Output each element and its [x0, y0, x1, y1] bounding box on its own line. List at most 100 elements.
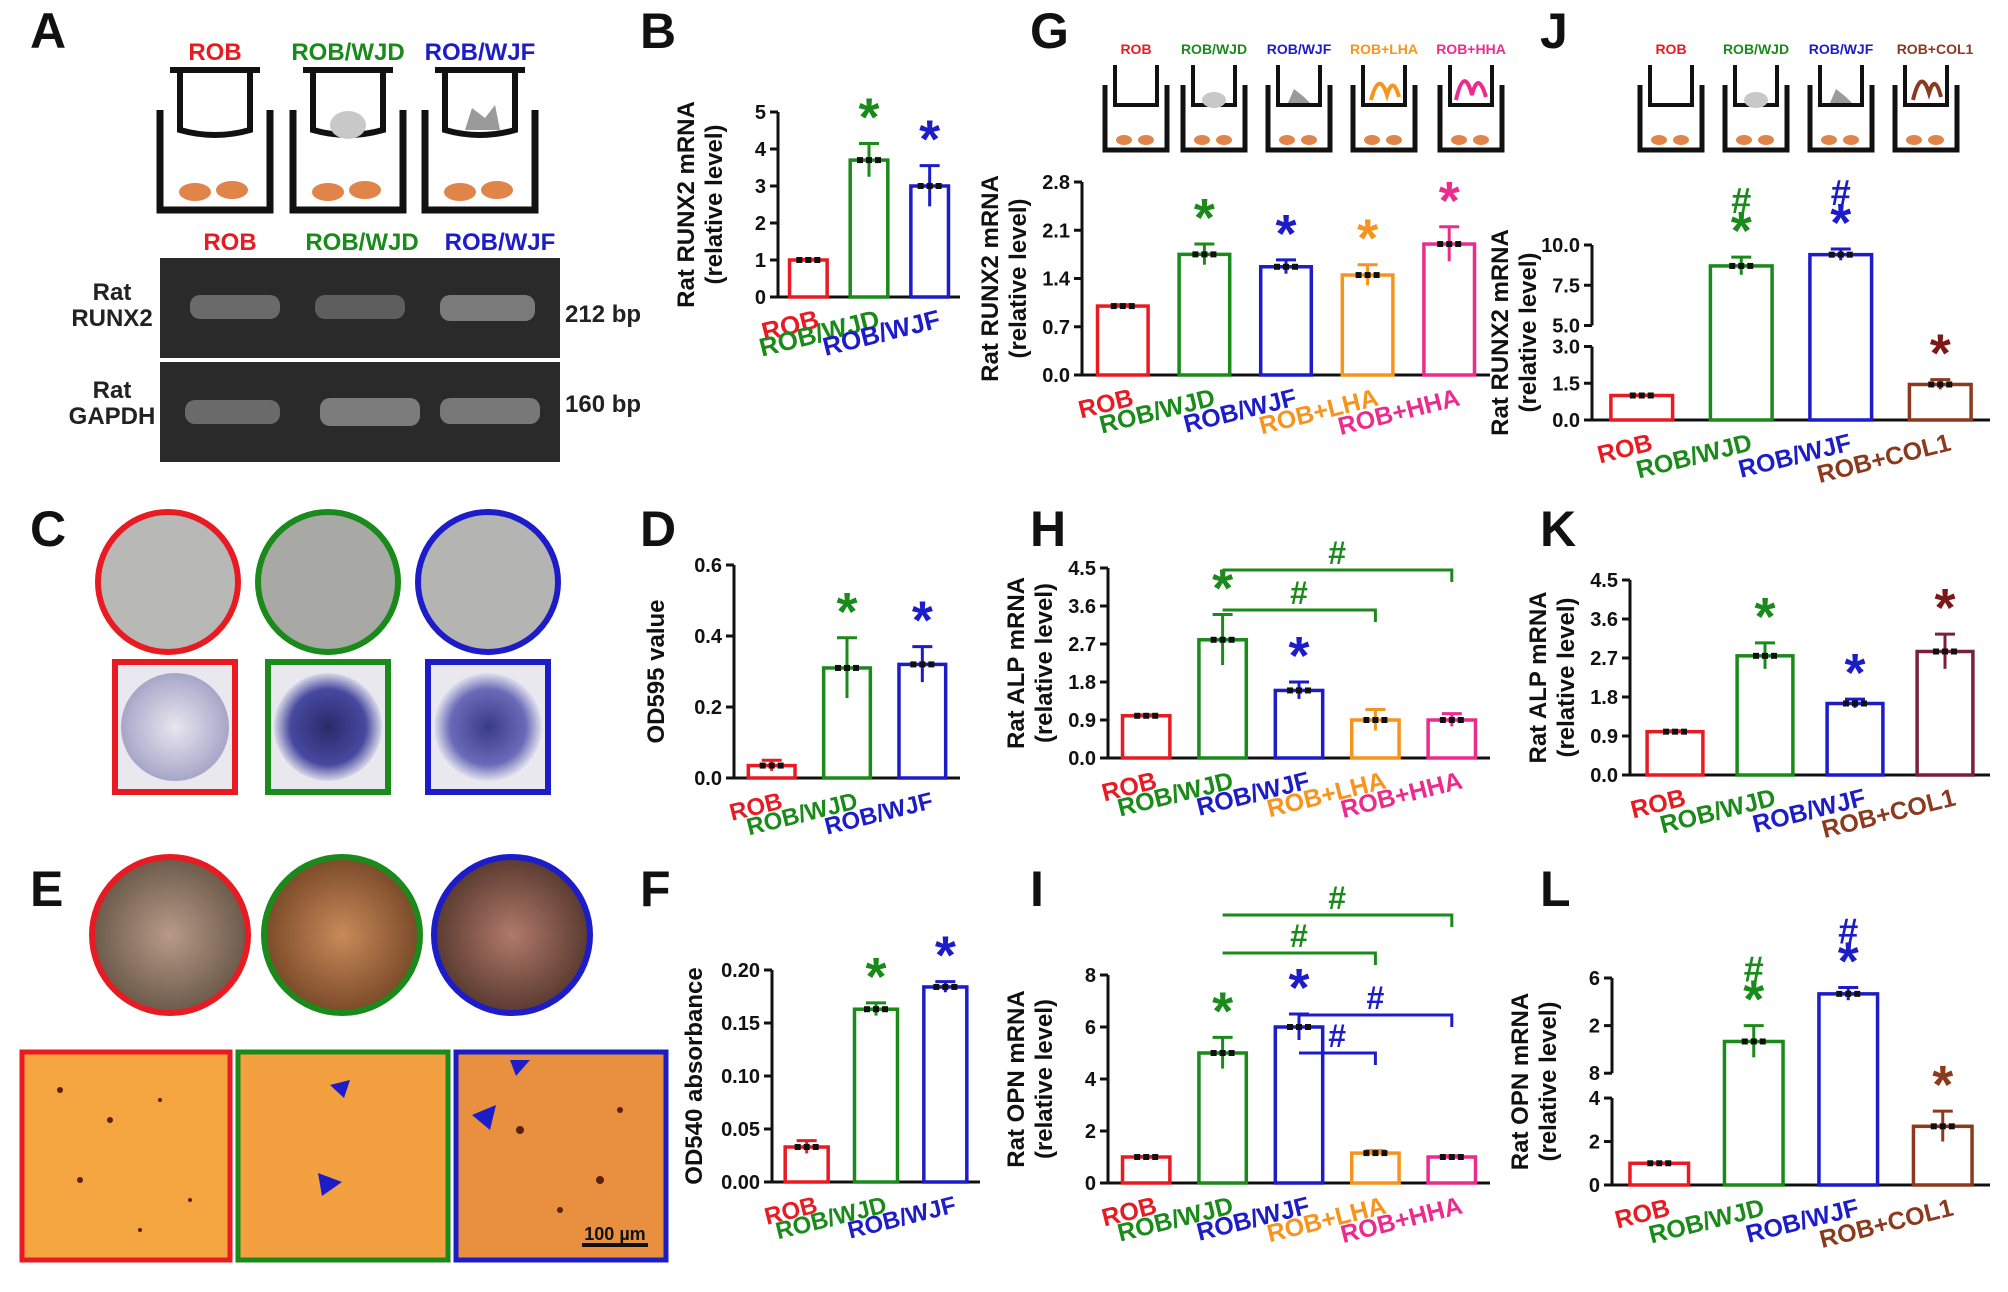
panel-a-top-label: ROB/WJF — [425, 39, 536, 66]
data-point — [803, 1144, 810, 1151]
data-point — [1201, 251, 1208, 258]
panel-g-top-label: ROB — [1120, 41, 1151, 57]
data-point — [1771, 652, 1777, 659]
micrograph-wjf — [415, 509, 561, 655]
significance-star: * — [1212, 981, 1233, 1041]
y-tick-label: 4 — [1589, 1088, 1601, 1110]
micrograph-wjd — [255, 509, 401, 655]
y-tick-label: 0.0 — [1552, 410, 1580, 432]
significance-star: * — [935, 926, 956, 986]
bar — [1825, 701, 1885, 777]
data-point — [853, 664, 859, 671]
data-point — [1836, 990, 1843, 997]
bar — [1708, 264, 1774, 422]
comparison-mark: # — [1328, 1018, 1346, 1054]
panel-g-top-label: ROB/WJD — [1181, 41, 1247, 57]
data-point — [1846, 251, 1853, 258]
data-point — [857, 157, 863, 164]
alp-well-wjf — [434, 673, 542, 781]
data-point — [1861, 700, 1867, 707]
ars-micrograph-rob — [19, 1049, 233, 1263]
data-point — [1439, 717, 1446, 723]
data-point — [1372, 1150, 1379, 1157]
data-point — [1455, 241, 1462, 248]
bar — [1426, 1155, 1478, 1185]
y-tick-label: 4 — [755, 139, 767, 161]
ars-well-wjf — [431, 854, 593, 1016]
y-tick-label: 1.5 — [1552, 373, 1580, 395]
gel-row2-label: Rat — [93, 377, 132, 404]
bar — [1735, 654, 1795, 777]
y-tick-label: 0.20 — [721, 960, 760, 982]
panel-e-images — [19, 854, 669, 1263]
panel-c-images — [95, 509, 561, 795]
data-point — [1738, 262, 1745, 269]
significance-star: * — [858, 87, 879, 147]
data-point — [1364, 272, 1371, 279]
data-point — [951, 983, 958, 990]
significance-hash: # — [1838, 911, 1858, 952]
gel-row1-label: RUNX2 — [71, 305, 152, 332]
y-axis-label: Rat RUNX2 mRNA — [1487, 229, 1514, 436]
data-point — [1363, 1150, 1370, 1157]
data-point — [1134, 1154, 1141, 1160]
bar — [1915, 649, 1975, 777]
y-tick-label: 0.0 — [1590, 765, 1618, 787]
y-tick-label: 7.5 — [1552, 275, 1580, 297]
y-axis-label: Rat OPN mRNA — [1507, 993, 1534, 1170]
bar — [848, 158, 890, 299]
bar — [1808, 252, 1874, 422]
panel-label-h: H — [1030, 501, 1067, 557]
significance-star: * — [912, 591, 933, 651]
data-point — [1305, 687, 1311, 694]
comparison-mark: # — [1328, 880, 1346, 916]
data-point — [928, 661, 935, 668]
data-point — [1729, 262, 1736, 269]
ars-well-wjd — [261, 854, 423, 1016]
y-axis-label: (relative level) — [701, 124, 728, 284]
data-point — [1942, 648, 1948, 655]
bar — [1628, 1161, 1691, 1187]
significance-star: * — [1754, 587, 1775, 647]
panel-j-top-label: ROB/WJF — [1809, 41, 1874, 57]
data-point — [1152, 1154, 1159, 1160]
data-point — [1219, 1050, 1226, 1056]
panel-j-top-label: ROB — [1655, 41, 1686, 57]
y-tick-label: 10.0 — [1541, 235, 1580, 257]
data-point — [1192, 251, 1199, 258]
transwell-rob-icon — [156, 67, 274, 214]
y-tick-label: 2.7 — [1068, 634, 1096, 656]
data-point — [1219, 636, 1226, 643]
ars-micrograph-wjf — [453, 1049, 669, 1263]
significance-star: * — [1194, 188, 1215, 248]
comparison-bracket — [1222, 608, 1377, 622]
data-point — [1228, 1050, 1235, 1056]
bar — [897, 662, 948, 780]
data-point — [844, 664, 850, 671]
bar — [1273, 1025, 1325, 1185]
panel-label-a: A — [30, 3, 67, 59]
y-tick-label: 2.1 — [1042, 220, 1070, 242]
panel-g-top-label: ROB+HHA — [1436, 41, 1506, 57]
bar — [821, 666, 873, 780]
ars-well-rob — [89, 854, 251, 1016]
data-point — [1448, 717, 1455, 723]
significance-hash: # — [1731, 180, 1751, 221]
data-point — [1448, 1154, 1455, 1160]
data-point — [759, 762, 766, 769]
panel-label-c: C — [30, 501, 67, 557]
bar — [922, 985, 969, 1184]
significance-star: * — [919, 110, 940, 170]
significance-star: * — [865, 947, 886, 1007]
data-point — [796, 257, 803, 263]
y-axis-label: Rat ALP mRNA — [1003, 577, 1030, 749]
comparison-bracket — [1222, 951, 1377, 965]
bar — [1197, 1051, 1249, 1185]
data-point — [835, 664, 841, 671]
y-tick-label: 3.6 — [1590, 609, 1618, 631]
bar — [1722, 1039, 1785, 1187]
